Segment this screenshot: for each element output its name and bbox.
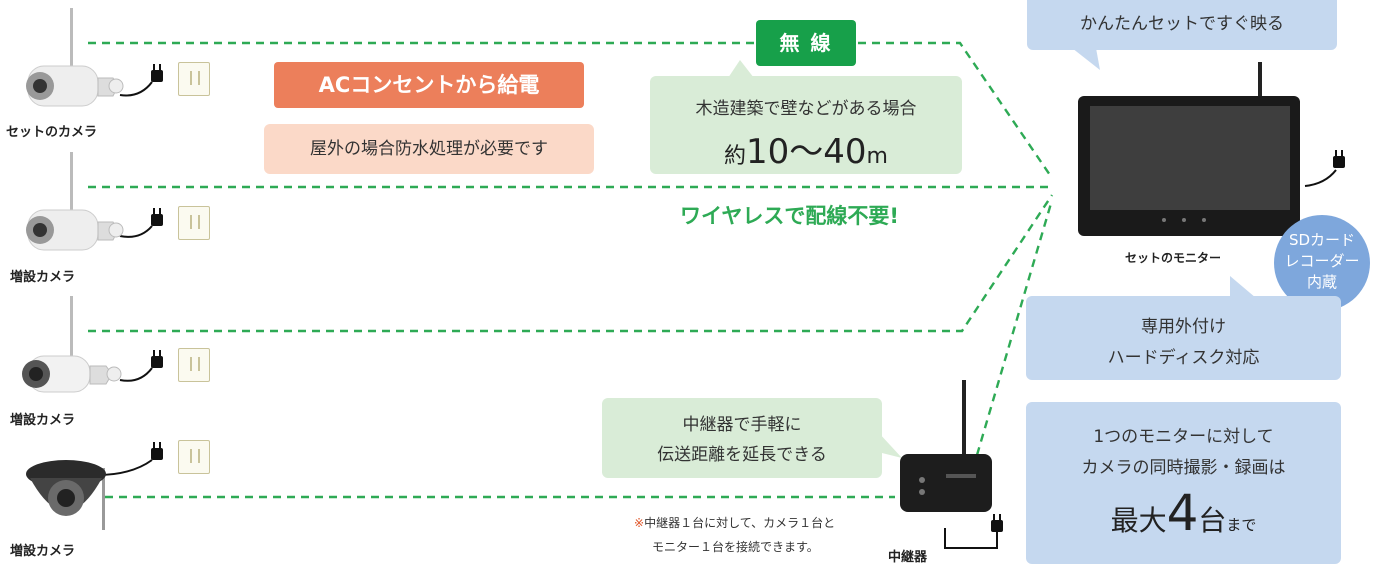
wireless-line-5	[975, 199, 1054, 456]
repeater-device-icon	[896, 380, 996, 515]
plug-1-icon	[148, 64, 166, 88]
hdd-line2: ハードディスク対応	[1107, 348, 1260, 368]
outlet-2	[178, 206, 210, 240]
max-suffix: 台	[1198, 504, 1227, 537]
ac-power-title: ACコンセントから給電	[274, 62, 584, 108]
wireless-line-3	[88, 194, 1054, 333]
wireless-range-line1: 木造建築で壁などがある場合	[695, 99, 917, 119]
note-mark: ※	[634, 516, 645, 530]
camera-1-label: セットのカメラ	[6, 125, 98, 140]
outlet-1	[178, 62, 210, 96]
hdd-pointer	[1230, 276, 1256, 298]
camera-3-label: 増設カメラ	[10, 413, 76, 428]
wireless-line-1	[88, 41, 1053, 179]
plug-monitor-icon	[1330, 150, 1348, 174]
wireless-tag: 無 線	[756, 20, 856, 66]
monitor-icon	[1072, 62, 1312, 242]
camera-1-icon	[18, 6, 128, 116]
no-wiring-text: ワイヤレスで配線不要!	[680, 204, 899, 228]
sd-line2: レコーダー	[1284, 252, 1360, 270]
camera-4-label: 増設カメラ	[10, 544, 76, 559]
repeater-note-line1: ※中継器１台に対して、カメラ１台と	[634, 514, 835, 531]
max-tail: まで	[1226, 516, 1257, 534]
wireless-box-pointer	[728, 60, 754, 78]
camera-2-label: 増設カメラ	[10, 270, 76, 285]
monitor-label: セットのモニター	[1125, 251, 1222, 265]
camera-2-icon	[18, 150, 128, 260]
range-prefix: 約	[724, 144, 747, 169]
repeater-bubble-pointer	[878, 432, 902, 458]
waterproof-note: 屋外の場合防水処理が必要です	[264, 124, 594, 174]
repeater-bubble	[602, 398, 882, 478]
repeater-bubble-line2: 伝送距離を延長できる	[657, 445, 827, 465]
note-text-1: 中継器１台に対して、カメラ１台と	[644, 516, 836, 530]
max-prefix: 最大	[1110, 504, 1167, 537]
range-value: 10～40	[746, 132, 867, 172]
sd-line3: 内蔵	[1306, 273, 1337, 291]
hdd-line1: 専用外付け	[1141, 317, 1226, 337]
camera-3-icon	[14, 294, 124, 404]
plug-4-icon	[148, 442, 166, 466]
wireless-range-value-row: 約10～40m	[650, 124, 962, 173]
easy-setup-bubble: かんたんセットですぐ映る	[1027, 0, 1337, 50]
hdd-support-box: 専用外付け ハードディスク対応	[1026, 296, 1341, 380]
max-cameras-box: 1つのモニターに対して カメラの同時撮影・録画は 最大4台まで	[1026, 402, 1341, 564]
plug-repeater-icon	[988, 514, 1006, 538]
sd-line1: SDカード	[1288, 231, 1356, 249]
wireless-range-box	[650, 76, 962, 174]
max-line2: カメラの同時撮影・録画は	[1081, 458, 1286, 478]
easy-setup-pointer	[1072, 48, 1100, 70]
repeater-note-line2: モニター１台を接続できます。	[652, 540, 819, 554]
repeater-label: 中継器	[888, 550, 928, 565]
repeater-bubble-line1: 中継器で手軽に	[682, 415, 802, 435]
outlet-3	[178, 348, 210, 382]
max-value: 4	[1166, 484, 1199, 542]
sd-recorder-badge: SDカード レコーダー 内蔵	[1274, 215, 1370, 311]
max-value-row: 最大4台まで	[1026, 484, 1341, 542]
plug-2-icon	[148, 208, 166, 232]
max-line1: 1つのモニターに対して	[1093, 427, 1274, 447]
outlet-4	[178, 440, 210, 474]
range-unit: m	[866, 144, 888, 169]
plug-3-icon	[148, 350, 166, 374]
dome-camera-icon	[24, 448, 124, 538]
